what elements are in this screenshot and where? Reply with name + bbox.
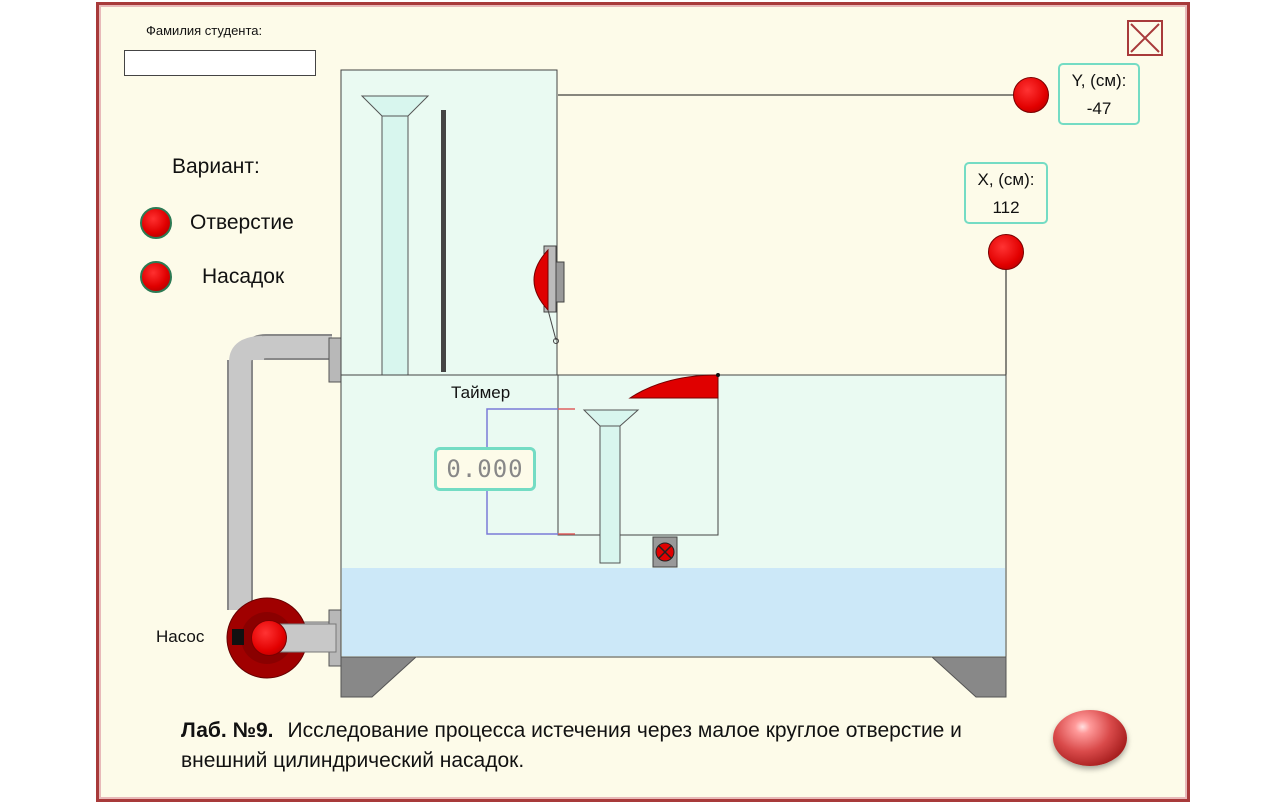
vessel-tube: [599, 425, 621, 564]
x-readout-value: 112: [992, 198, 1020, 217]
y-readout: Y, (см): -47: [1058, 63, 1140, 125]
x-position-handle[interactable]: [988, 234, 1024, 270]
piezometer-tube: [381, 115, 409, 419]
level-rod: [441, 110, 446, 372]
drain-valve-icon: [652, 536, 678, 568]
variant-nozzle-label[interactable]: Насадок: [202, 265, 285, 288]
lab-title: Лаб. №9.Исследование процесса истечения …: [181, 716, 971, 776]
upper-tank: [340, 69, 558, 376]
variant-hole-label[interactable]: Отверстие: [190, 211, 294, 234]
measuring-vessel: [557, 374, 719, 536]
lab-description: Исследование процесса истечения через ма…: [181, 719, 962, 772]
timer-display: 0.000: [434, 447, 536, 491]
x-readout: X, (см): 112: [964, 162, 1048, 224]
y-readout-value: -47: [1086, 99, 1112, 118]
variant-hole-radio[interactable]: [140, 207, 172, 239]
x-readout-label: X, (см):: [977, 170, 1035, 189]
tank-leg-right: [930, 656, 1007, 698]
gem-button-icon[interactable]: [1053, 710, 1127, 766]
tank-leg-left: [340, 656, 418, 698]
variant-title: Вариант:: [172, 155, 260, 178]
timer-label: Таймер: [451, 383, 511, 402]
close-icon: [1127, 20, 1163, 56]
water-level: [342, 568, 1005, 656]
supply-pipe: [227, 334, 342, 667]
student-name-input[interactable]: [124, 50, 316, 76]
variant-nozzle-radio[interactable]: [140, 261, 172, 293]
y-position-handle[interactable]: [1013, 77, 1049, 113]
lab-number: Лаб. №9.: [181, 719, 274, 742]
student-name-label: Фамилия студента:: [146, 23, 263, 38]
close-button[interactable]: [1127, 20, 1163, 56]
pump-switch-button[interactable]: [251, 620, 287, 656]
y-readout-label: Y, (см):: [1071, 71, 1127, 90]
pump-label: Насос: [156, 627, 205, 646]
outlet-valve: [533, 245, 565, 344]
